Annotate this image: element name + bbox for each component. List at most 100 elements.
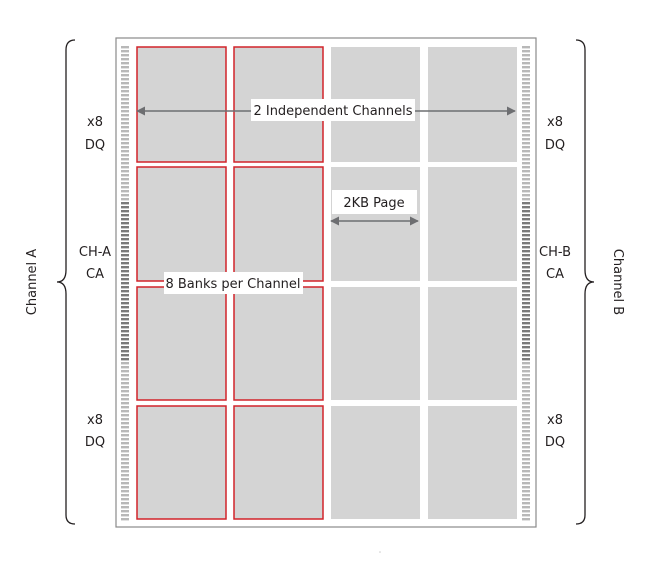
- channel-a-label: Channel A: [25, 249, 40, 316]
- pad: [121, 350, 129, 353]
- pad: [121, 234, 129, 237]
- pad: [522, 194, 530, 197]
- channel-b-label: Channel B: [610, 249, 625, 315]
- pad: [121, 302, 129, 305]
- pad: [522, 342, 530, 345]
- left-dq-top-width: x8: [87, 115, 103, 130]
- pad: [522, 130, 530, 133]
- pad: [121, 310, 129, 313]
- pad: [522, 74, 530, 77]
- pad: [121, 62, 129, 65]
- pad: [121, 146, 129, 149]
- pad: [121, 410, 129, 413]
- pad: [522, 450, 530, 453]
- pad: [121, 258, 129, 261]
- pad: [121, 502, 129, 505]
- channels-label: 2 Independent Channels: [253, 104, 412, 119]
- pad: [522, 170, 530, 173]
- pad: [121, 450, 129, 453]
- pad: [522, 270, 530, 273]
- pad: [522, 122, 530, 125]
- pad: [121, 498, 129, 501]
- pad: [522, 178, 530, 181]
- pad: [121, 154, 129, 157]
- pad: [121, 438, 129, 441]
- pad: [121, 222, 129, 225]
- pad: [522, 378, 530, 381]
- pad: [121, 294, 129, 297]
- pad: [121, 46, 129, 49]
- pad: [121, 98, 129, 101]
- pad: [121, 314, 129, 317]
- pad: [121, 78, 129, 81]
- pad: [522, 210, 530, 213]
- pad: [121, 230, 129, 233]
- pad: [121, 178, 129, 181]
- pad: [522, 94, 530, 97]
- pad: [121, 378, 129, 381]
- pad: [121, 282, 129, 285]
- bank-channel-a: [233, 166, 324, 282]
- pad: [522, 250, 530, 253]
- pad: [121, 374, 129, 377]
- stray-dot: [379, 551, 381, 553]
- bank-channel-a: [136, 166, 227, 282]
- page-label-bg: [332, 190, 417, 214]
- pad: [121, 150, 129, 153]
- pad: [522, 146, 530, 149]
- pad: [522, 478, 530, 481]
- bank-channel-a: [136, 405, 227, 520]
- pad: [522, 510, 530, 513]
- pad: [121, 478, 129, 481]
- pad: [522, 514, 530, 517]
- pad: [522, 110, 530, 113]
- pad: [121, 250, 129, 253]
- pad: [121, 106, 129, 109]
- channel-a-brace: [56, 39, 76, 525]
- pad: [121, 114, 129, 117]
- pad: [121, 170, 129, 173]
- pad: [121, 254, 129, 257]
- pad: [522, 338, 530, 341]
- banks-label-bg: [164, 272, 303, 294]
- pad: [121, 58, 129, 61]
- pad: [522, 102, 530, 105]
- pad: [121, 354, 129, 357]
- pad: [522, 386, 530, 389]
- pad: [522, 230, 530, 233]
- pad: [121, 226, 129, 229]
- pad: [522, 214, 530, 217]
- pad: [522, 394, 530, 397]
- pad: [522, 314, 530, 317]
- pad: [522, 434, 530, 437]
- pad: [121, 218, 129, 221]
- left-ca-label: CA: [86, 267, 104, 282]
- bank-channel-a: [136, 286, 227, 401]
- pad: [121, 66, 129, 69]
- pad: [522, 362, 530, 365]
- pad: [121, 298, 129, 301]
- pad: [522, 446, 530, 449]
- pad: [121, 494, 129, 497]
- pad: [121, 162, 129, 165]
- pad: [522, 226, 530, 229]
- pad: [522, 350, 530, 353]
- pad: [121, 186, 129, 189]
- pad: [121, 518, 129, 521]
- pad: [121, 322, 129, 325]
- pad: [121, 142, 129, 145]
- pad: [522, 426, 530, 429]
- pad: [121, 90, 129, 93]
- pad: [522, 398, 530, 401]
- right-ca-label: CA: [546, 267, 564, 282]
- pad: [522, 294, 530, 297]
- pad: [522, 58, 530, 61]
- pad: [121, 406, 129, 409]
- pad: [121, 102, 129, 105]
- pad: [522, 70, 530, 73]
- pad: [522, 430, 530, 433]
- pad: [121, 426, 129, 429]
- pad: [522, 202, 530, 205]
- pad: [522, 246, 530, 249]
- pad: [522, 518, 530, 521]
